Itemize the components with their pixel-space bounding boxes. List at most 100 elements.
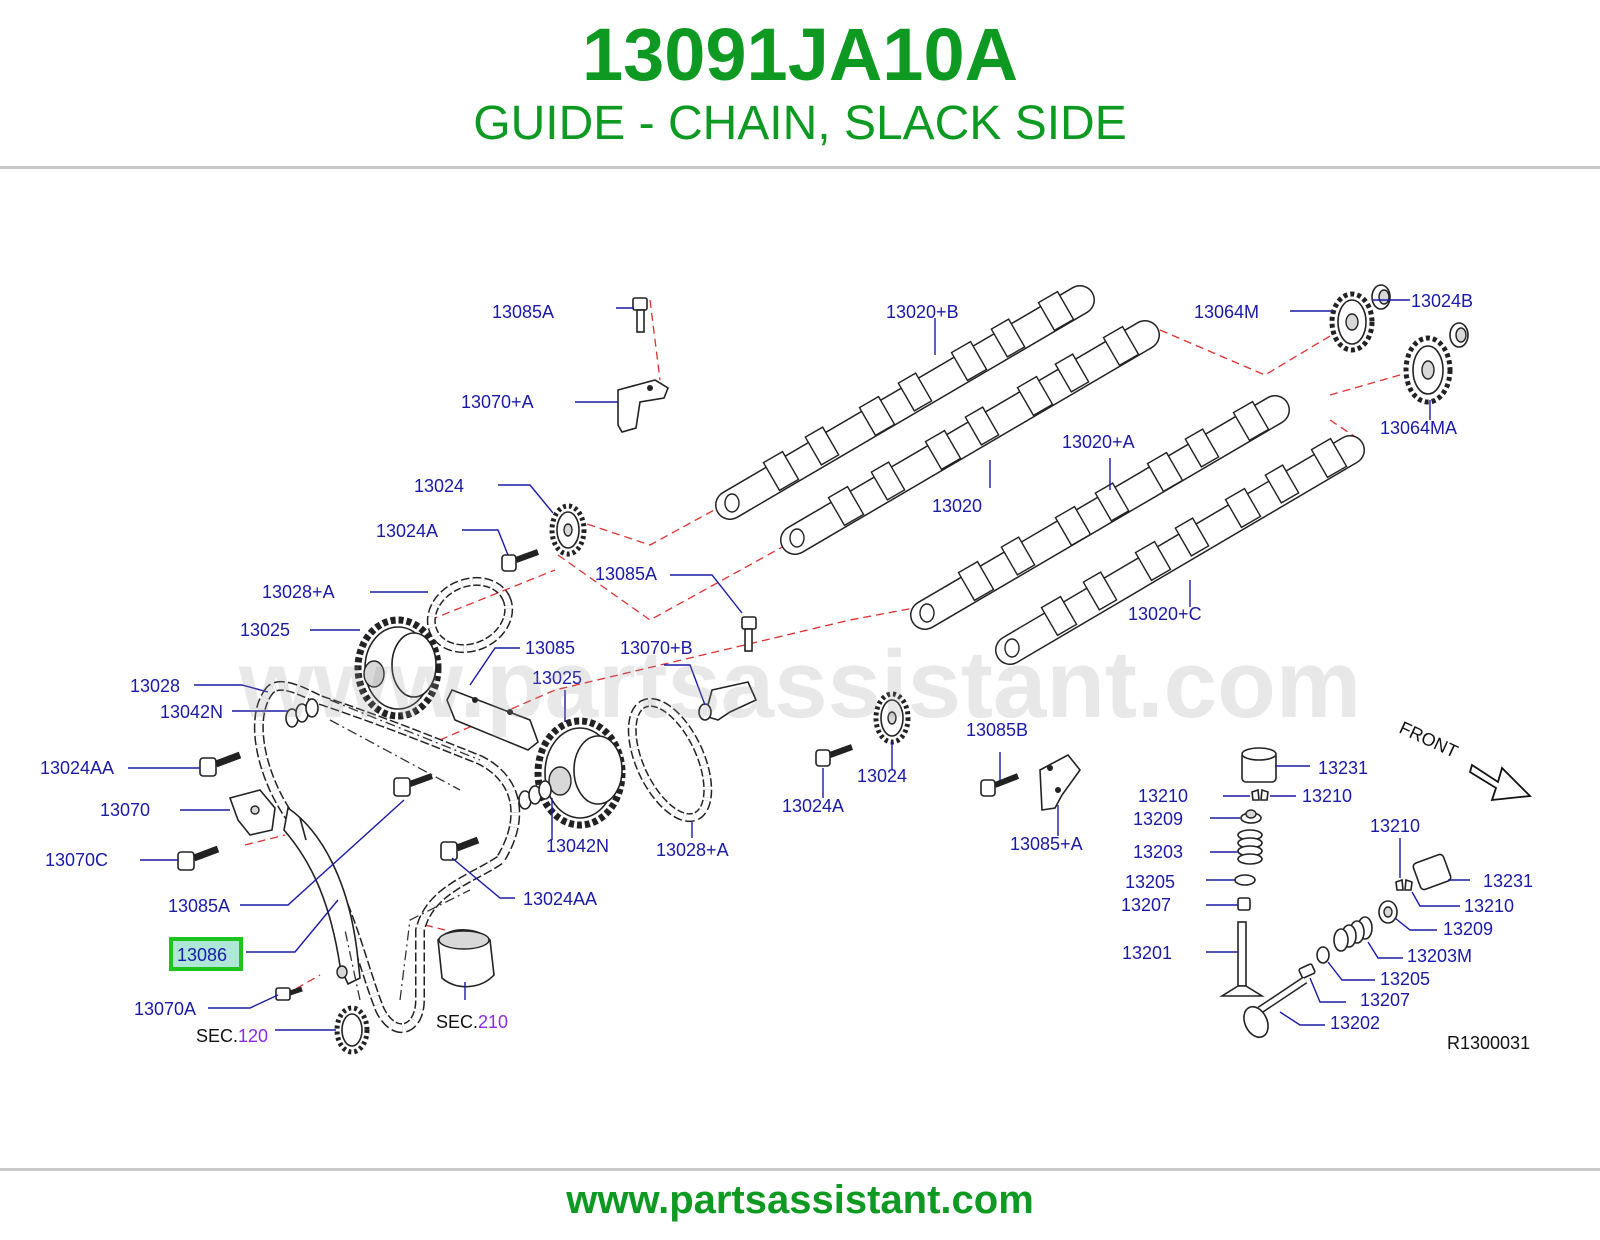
valve-13202 — [1243, 976, 1308, 1039]
label-13086[interactable]: 13086 — [177, 945, 227, 965]
bolt-13024AA-left — [199, 751, 242, 777]
label-13070pA[interactable]: 13070+A — [461, 392, 534, 412]
sprocket-13024-upper — [549, 503, 587, 557]
spacer-13042N-right — [518, 780, 552, 810]
label-13020[interactable]: 13020 — [932, 496, 982, 516]
label-13231-b[interactable]: 13231 — [1483, 871, 1533, 891]
label-13025-left[interactable]: 13025 — [240, 620, 290, 640]
label-13024A-lower[interactable]: 13024A — [782, 796, 844, 816]
label-13028pA-left[interactable]: 13028+A — [262, 582, 335, 602]
tensioner-13070pB — [698, 681, 758, 721]
label-13085B[interactable]: 13085B — [966, 720, 1028, 740]
label-13210-b[interactable]: 13210 — [1302, 786, 1352, 806]
seal-13024B — [1371, 284, 1391, 310]
sprocket-13025-right — [534, 717, 626, 829]
bolt-13024A-lower — [815, 744, 854, 767]
crank-sprocket-sec120 — [334, 1005, 370, 1055]
label-13070C[interactable]: 13070C — [45, 850, 108, 870]
part-number-title: 13091JA10A — [581, 13, 1019, 96]
label-13210-c[interactable]: 13210 — [1370, 816, 1420, 836]
tensioner-13070pA — [617, 379, 669, 433]
label-13085pA[interactable]: 13085+A — [1010, 834, 1083, 854]
label-13028[interactable]: 13028 — [130, 676, 180, 696]
label-13025-right[interactable]: 13025 — [532, 668, 582, 688]
label-13024-upper[interactable]: 13024 — [414, 476, 464, 496]
seal-13064MA — [1449, 322, 1469, 348]
label-13205-b[interactable]: 13205 — [1380, 969, 1430, 989]
seal-13207-b — [1298, 963, 1316, 979]
part-labels: 13085A 13070+A 13020+B 13064M 13024B 130… — [40, 291, 1533, 1053]
sprocket-13025-left — [354, 616, 442, 720]
label-13024-lower[interactable]: 13024 — [857, 766, 907, 786]
camshaft-13020pB — [715, 285, 1095, 520]
sec120-number: 120 — [238, 1026, 268, 1046]
label-13201[interactable]: 13201 — [1122, 943, 1172, 963]
camshaft-13020pC — [995, 435, 1365, 665]
parts-diagram: 13085A 13070+A 13020+B 13064M 13024B 130… — [40, 284, 1533, 1055]
bolt-13085B — [980, 773, 1020, 797]
label-13042N-left[interactable]: 13042N — [160, 702, 223, 722]
label-13231-a[interactable]: 13231 — [1318, 758, 1368, 778]
label-13207-b[interactable]: 13207 — [1360, 990, 1410, 1010]
label-13020pC[interactable]: 13020+C — [1128, 604, 1202, 624]
label-13024B[interactable]: 13024B — [1411, 291, 1473, 311]
retainer-13209-b — [1378, 900, 1398, 924]
sec210-number: 210 — [478, 1012, 508, 1032]
label-sec120[interactable]: SEC.120 — [196, 1026, 268, 1046]
label-13202[interactable]: 13202 — [1330, 1013, 1380, 1033]
footer-url[interactable]: www.partsassistant.com — [566, 1178, 1034, 1222]
label-13064M[interactable]: 13064M — [1194, 302, 1259, 322]
sprocket-13064MA — [1403, 335, 1453, 405]
label-13209-a[interactable]: 13209 — [1133, 809, 1183, 829]
seat-13205-b — [1316, 946, 1330, 964]
guide-13085pA — [1039, 753, 1082, 811]
header-divider — [0, 166, 1600, 169]
front-arrow-icon — [1468, 763, 1532, 802]
label-13028pA-right[interactable]: 13028+A — [656, 840, 729, 860]
bucket-13231-a — [1241, 747, 1277, 783]
leader-lines — [128, 299, 1470, 1031]
label-13203M[interactable]: 13203M — [1407, 946, 1472, 966]
diagram-reference: R1300031 — [1447, 1033, 1530, 1053]
slack-guide-13086 — [283, 806, 361, 986]
label-13020pA[interactable]: 13020+A — [1062, 432, 1135, 452]
spring-13203M — [1333, 916, 1373, 952]
retainer-13209-a — [1240, 809, 1262, 824]
label-13085A-mid[interactable]: 13085A — [595, 564, 657, 584]
label-sec210[interactable]: SEC.210 — [436, 1012, 508, 1032]
label-13209-b[interactable]: 13209 — [1443, 919, 1493, 939]
sec210-prefix: SEC. — [436, 1012, 478, 1032]
label-13210-d[interactable]: 13210 — [1464, 896, 1514, 916]
spring-13203 — [1237, 829, 1263, 865]
watermark: www.partsassistant.com — [238, 631, 1362, 738]
tensioner-13070 — [228, 789, 276, 836]
chain-13028pA-left — [426, 576, 514, 654]
bolt-13085A-top — [632, 297, 648, 333]
label-13070pB[interactable]: 13070+B — [620, 638, 693, 658]
label-13085A-low[interactable]: 13085A — [168, 896, 230, 916]
label-13085[interactable]: 13085 — [525, 638, 575, 658]
label-13205-a[interactable]: 13205 — [1125, 872, 1175, 892]
seal-13207-a — [1237, 897, 1251, 911]
label-13207-a[interactable]: 13207 — [1121, 895, 1171, 915]
label-13085A-top[interactable]: 13085A — [492, 302, 554, 322]
camshaft-13020 — [780, 320, 1160, 555]
label-13070[interactable]: 13070 — [100, 800, 150, 820]
footer-divider — [0, 1168, 1600, 1171]
label-13064MA[interactable]: 13064MA — [1380, 418, 1457, 438]
guide-13085 — [446, 688, 539, 751]
bucket-13231-b — [1412, 853, 1452, 891]
label-13203[interactable]: 13203 — [1133, 842, 1183, 862]
camshaft-13020pA — [910, 395, 1290, 630]
label-13024AA-right[interactable]: 13024AA — [523, 889, 597, 909]
bolt-13070C — [177, 845, 220, 871]
label-13210-a[interactable]: 13210 — [1138, 786, 1188, 806]
label-13024A-upper[interactable]: 13024A — [376, 521, 438, 541]
label-13070A[interactable]: 13070A — [134, 999, 196, 1019]
oil-pump-sec210 — [437, 929, 495, 988]
chain-path-lines — [329, 699, 481, 1001]
collet-13210-a — [1251, 788, 1269, 801]
label-13024AA-left[interactable]: 13024AA — [40, 758, 114, 778]
label-13020pB[interactable]: 13020+B — [886, 302, 959, 322]
label-13042N-right[interactable]: 13042N — [546, 836, 609, 856]
